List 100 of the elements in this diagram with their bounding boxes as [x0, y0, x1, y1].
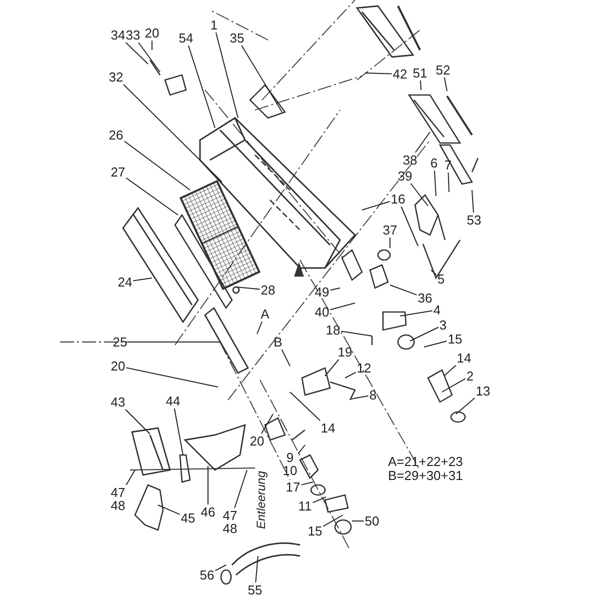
- leader-line: [344, 372, 356, 378]
- formula-note: B=29+30+31: [388, 469, 463, 483]
- callout-number: 35: [230, 32, 244, 44]
- leader-line: [123, 84, 222, 182]
- callout-number: 15: [308, 524, 322, 538]
- leader-line: [424, 340, 448, 348]
- callout-number: 34: [110, 28, 126, 42]
- leader-line: [352, 520, 364, 522]
- leader-line: [298, 444, 306, 454]
- callout-number: 49: [314, 286, 330, 298]
- leader-line: [241, 45, 282, 112]
- leader-line: [214, 564, 226, 572]
- leader-line: [430, 270, 437, 276]
- leader-line: [256, 321, 262, 334]
- callout-number: 8: [369, 388, 377, 402]
- callout-number: 52: [436, 64, 450, 76]
- callout-number: 15: [448, 332, 462, 346]
- leader-line: [215, 32, 238, 118]
- leader-line: [364, 72, 392, 74]
- leader-line: [472, 190, 474, 213]
- callout-number: 50: [364, 514, 380, 528]
- leader-line: [174, 408, 184, 456]
- leader-line: [126, 470, 136, 486]
- callout-number: B: [274, 336, 282, 348]
- leader-line: [434, 170, 436, 196]
- callout-number: 12: [356, 362, 372, 374]
- callout-number: 47 48: [110, 486, 126, 512]
- leader-line: [414, 132, 430, 153]
- callout-number: 16: [390, 192, 406, 206]
- callout-number: 42: [392, 68, 408, 80]
- callout-number: 13: [476, 384, 490, 398]
- callout-number: 14: [320, 422, 336, 434]
- leader-line: [126, 367, 218, 388]
- callout-number: 5: [437, 272, 445, 286]
- callout-number: 20: [250, 434, 264, 448]
- leader-line: [340, 330, 372, 336]
- leader-line: [255, 556, 258, 583]
- callout-number: 55: [248, 584, 262, 596]
- leader-line: [138, 42, 160, 72]
- leader-line: [300, 482, 314, 486]
- leader-line: [125, 42, 148, 64]
- callout-number: 14: [456, 352, 472, 364]
- callout-number: 39: [398, 170, 412, 182]
- callout-number: 36: [418, 292, 432, 304]
- callout-number: 28: [260, 284, 276, 296]
- callout-number: 44: [166, 394, 180, 408]
- callout-number: 27: [110, 166, 126, 178]
- callout-number: 40: [314, 306, 330, 318]
- leader-line: [400, 310, 433, 316]
- callout-number: 26: [108, 128, 124, 142]
- callout-number: 32: [108, 70, 124, 84]
- leader-line: [132, 278, 152, 282]
- leader-line: [410, 326, 439, 342]
- callout-number: 11: [298, 500, 312, 512]
- callout-number: 3: [439, 318, 447, 332]
- leader-line: [444, 77, 448, 92]
- leader-line: [126, 177, 178, 216]
- leader-line: [236, 286, 260, 290]
- leader-line: [330, 288, 340, 291]
- leader-line: [312, 496, 326, 504]
- callout-number: 20: [144, 26, 160, 40]
- leader-line: [444, 364, 456, 376]
- callout-number: 20: [110, 360, 126, 372]
- callout-number: 24: [118, 276, 132, 288]
- callout-number: 43: [110, 396, 126, 408]
- callout-number: 38: [402, 154, 418, 166]
- callout-number: 46: [200, 506, 216, 518]
- callout-number: 6: [430, 156, 438, 170]
- leader-line: [158, 504, 180, 515]
- callout-number: 53: [466, 214, 482, 226]
- formula-note: A=21+22+23: [388, 455, 463, 469]
- leader-line: [124, 140, 190, 190]
- leader-line: [188, 45, 216, 128]
- callout-number: 4: [433, 304, 441, 316]
- callout-number: 1: [210, 18, 218, 32]
- leader-line: [330, 302, 356, 310]
- leader-line: [281, 349, 290, 366]
- leader-line: [290, 392, 321, 421]
- leader-line: [410, 183, 428, 206]
- callout-number: 17: [286, 480, 300, 494]
- callout-number: A: [260, 308, 270, 320]
- callout-number: 51: [412, 66, 428, 80]
- leader-line: [448, 172, 450, 192]
- callout-number: 19: [338, 346, 352, 358]
- part-label: Entleerung: [254, 470, 268, 530]
- leader-line: [234, 470, 248, 508]
- callout-number: 25: [112, 336, 128, 348]
- callout-number: 7: [444, 158, 452, 172]
- leader-line: [350, 395, 369, 400]
- leader-line: [442, 378, 466, 392]
- leader-line: [400, 206, 418, 246]
- leader-line: [125, 409, 150, 434]
- leader-line: [260, 414, 274, 434]
- callout-number: 56: [200, 568, 214, 582]
- callout-number: 33: [126, 28, 140, 42]
- leader-line: [322, 514, 344, 527]
- callout-number: 18: [326, 324, 340, 336]
- leader-line: [456, 398, 476, 414]
- leader-line: [420, 80, 422, 90]
- leader-line: [362, 201, 390, 210]
